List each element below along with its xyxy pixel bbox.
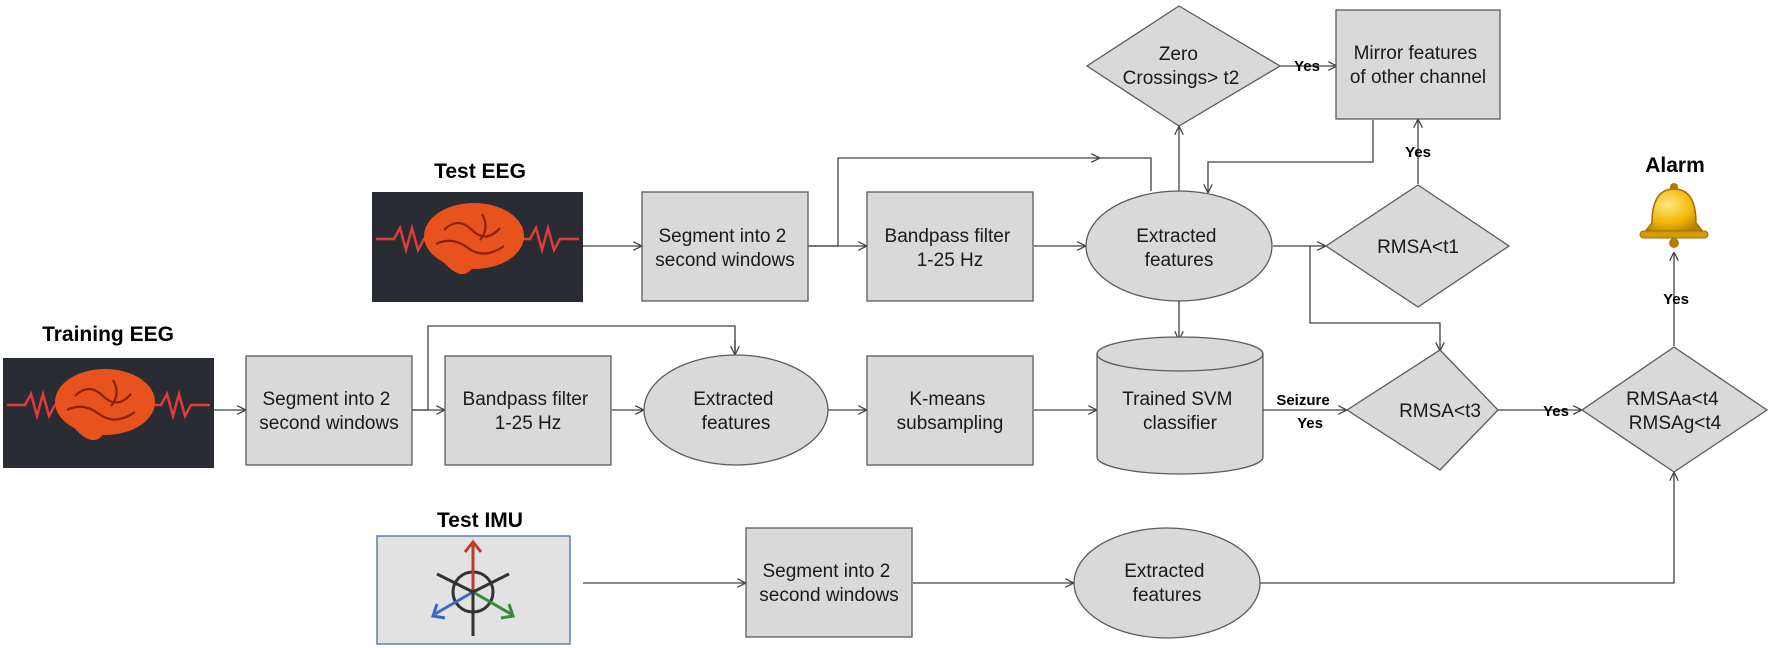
kmeans-line-2: subsampling xyxy=(897,413,1004,434)
bp-test-eeg-line-1: Bandpass filter xyxy=(885,226,1011,247)
svm-line-2: classifier xyxy=(1143,413,1218,434)
title-test-eeg: Test EEG xyxy=(434,160,526,183)
zero-cross-diamond xyxy=(1085,5,1282,127)
seg-imu-line-1: Segment into 2 xyxy=(762,561,890,582)
training-eeg-image xyxy=(3,358,214,468)
zero-cross-line-1: Zero xyxy=(1159,44,1198,65)
seg-test-eeg-label: Segment into 2 second windows xyxy=(655,226,794,271)
mirror-box xyxy=(1335,9,1501,120)
imu-image xyxy=(376,535,571,645)
rmsa-t1-line-1: RMSA<t1 xyxy=(1377,237,1459,258)
feat-imu-ellipse xyxy=(1073,527,1261,639)
bp-train-line-2: 1-25 Hz xyxy=(495,413,562,434)
svm-label: Trained SVM classifier xyxy=(1122,389,1237,434)
rmsa-t1-label: RMSA<t1 xyxy=(1377,237,1459,258)
brain-signal-icon xyxy=(7,369,210,441)
feat-train-line-1: Extracted xyxy=(693,389,773,410)
brain-signal-icon xyxy=(376,203,579,275)
edge-features-imu-to-t4 xyxy=(1260,473,1674,584)
rmsa-t3-diamond xyxy=(1345,349,1499,471)
bp-train-label: Bandpass filter 1-25 Hz xyxy=(463,389,594,434)
zero-cross-label: Zero Crossings> t2 xyxy=(1123,44,1240,89)
bp-test-eeg-label: Bandpass filter 1-25 Hz xyxy=(885,226,1016,271)
feat-train-ellipse xyxy=(643,354,829,466)
mirror-line-1: Mirror features xyxy=(1354,43,1478,64)
rmsa-t1-diamond xyxy=(1324,184,1511,308)
seg-test-eeg-line-1: Segment into 2 xyxy=(658,226,786,247)
title-training-eeg: Training EEG xyxy=(42,323,174,346)
edge-bypass-to-features xyxy=(1099,157,1152,191)
kmeans-box xyxy=(866,355,1034,466)
edge-segment-bypass-train xyxy=(412,325,736,411)
feat-test-eeg-label: Extracted features xyxy=(1136,226,1222,271)
kmeans-line-1: K-means xyxy=(909,389,985,410)
edge-segment-bypass xyxy=(808,158,1099,247)
title-alarm: Alarm xyxy=(1645,154,1705,177)
edge-features-to-rmsa-t3 xyxy=(1309,246,1440,350)
mirror-label: Mirror features of other channel xyxy=(1350,43,1486,88)
seg-imu-line-2: second windows xyxy=(759,585,898,606)
rmsa-t3-line-1: RMSA<t3 xyxy=(1399,401,1481,422)
feat-test-eeg-line-1: Extracted xyxy=(1136,226,1216,247)
feat-imu-label: Extracted features xyxy=(1124,561,1210,606)
bp-train-line-1: Bandpass filter xyxy=(463,389,589,410)
seg-imu-box xyxy=(745,527,913,638)
seg-train-line-1: Segment into 2 xyxy=(262,389,390,410)
feat-test-eeg-ellipse xyxy=(1085,190,1273,302)
feat-train-line-2: features xyxy=(702,413,771,434)
seg-test-eeg-line-2: second windows xyxy=(655,250,794,271)
bp-test-eeg-box xyxy=(866,191,1034,302)
bp-train-box xyxy=(444,355,612,466)
label-yes-rmsa-t1: Yes xyxy=(1405,144,1431,161)
seg-train-line-2: second windows xyxy=(259,413,398,434)
seg-train-label: Segment into 2 second windows xyxy=(259,389,398,434)
edge-mirror-to-features xyxy=(1208,120,1374,192)
title-test-imu: Test IMU xyxy=(437,509,523,532)
label-seizure: Seizure xyxy=(1276,392,1329,409)
feat-test-eeg-line-2: features xyxy=(1145,250,1214,271)
bp-test-eeg-line-2: 1-25 Hz xyxy=(917,250,984,271)
zero-cross-line-2: Crossings> t2 xyxy=(1123,68,1240,89)
kmeans-label: K-means subsampling xyxy=(897,389,1004,434)
feat-train-label: Extracted features xyxy=(693,389,779,434)
svm-line-1: Trained SVM xyxy=(1122,389,1232,410)
rmsa-t4-line-2: RMSAg<t4 xyxy=(1629,413,1722,434)
svm-cylinder xyxy=(1096,336,1264,475)
seg-imu-label: Segment into 2 second windows xyxy=(759,561,898,606)
rmsa-t4-diamond xyxy=(1580,346,1769,473)
rmsa-t3-label: RMSA<t3 xyxy=(1399,401,1481,422)
mirror-line-2: of other channel xyxy=(1350,67,1486,88)
seg-train-box xyxy=(245,355,413,466)
feat-imu-line-1: Extracted xyxy=(1124,561,1204,582)
label-yes-t3: Yes xyxy=(1543,403,1569,420)
label-yes-zero: Yes xyxy=(1294,58,1320,75)
rmsa-t4-label: RMSAa<t4 RMSAg<t4 xyxy=(1626,389,1724,434)
seg-test-eeg-box xyxy=(641,191,809,302)
rmsa-t4-line-1: RMSAa<t4 xyxy=(1626,389,1719,410)
imu-axes-icon xyxy=(431,539,515,636)
test-eeg-image xyxy=(372,192,583,302)
bell-icon xyxy=(1639,183,1709,248)
label-seizure-yes: Yes xyxy=(1297,415,1323,432)
connectors xyxy=(214,66,1674,583)
feat-imu-line-2: features xyxy=(1133,585,1202,606)
label-yes-alarm: Yes xyxy=(1663,291,1689,308)
